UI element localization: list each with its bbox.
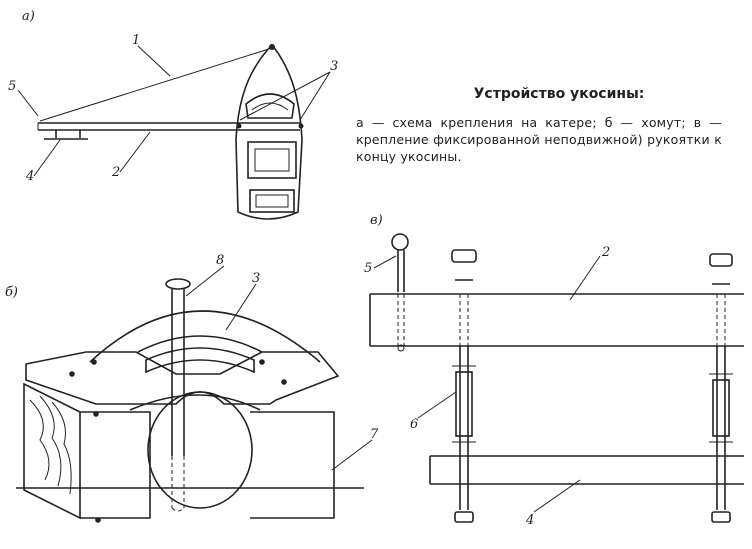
pipe <box>89 310 321 509</box>
leader-b-7 <box>331 439 373 471</box>
clamp-bolt <box>165 278 191 512</box>
boom-pole <box>37 122 300 131</box>
caption-block: Устройство укосины: а — схема крепления … <box>356 86 722 165</box>
label-c-6: 6 <box>410 417 418 432</box>
label-a-4: 4 <box>25 169 34 184</box>
caption-text: а — схема крепления на катере; б — хомут… <box>356 115 722 164</box>
leader-a-4 <box>33 139 61 177</box>
brace-wire <box>39 47 273 122</box>
tie-rod-left <box>451 249 477 523</box>
lower-beam <box>429 455 744 485</box>
handle-fitting <box>44 130 88 140</box>
eye-bolt <box>391 233 409 352</box>
leader-c-2 <box>569 255 601 301</box>
label-b-8: 8 <box>216 253 224 268</box>
panel-c: в) <box>364 213 744 528</box>
caption-title: Устройство укосины: <box>473 86 645 102</box>
leader-c-5 <box>373 255 397 269</box>
label-c-2: 2 <box>601 245 610 260</box>
leader-a-1 <box>137 45 171 77</box>
wooden-block <box>23 382 335 520</box>
leader-b-8 <box>185 265 225 297</box>
clamp-plate <box>25 335 340 523</box>
leader-c-4 <box>533 479 581 513</box>
panel-a: а) <box>8 9 338 220</box>
panel-c-letter: в) <box>370 213 383 228</box>
label-b-3: 3 <box>252 271 260 286</box>
label-a-5: 5 <box>8 79 16 94</box>
leader-c-6 <box>417 391 457 419</box>
leader-b-3 <box>225 283 257 331</box>
label-a-3: 3 <box>330 59 338 74</box>
panel-b-letter: б) <box>5 285 18 300</box>
label-c-4: 4 <box>525 513 534 528</box>
leader-a-3b <box>239 71 331 121</box>
tie-rod-right <box>709 253 733 523</box>
label-b-7: 7 <box>370 427 379 442</box>
label-a-1: 1 <box>132 33 140 48</box>
leader-a-3a <box>299 71 331 121</box>
panel-b: б) <box>5 253 379 523</box>
leader-a-2 <box>119 131 151 173</box>
upper-beam <box>369 293 744 347</box>
label-a-2: 2 <box>111 165 120 180</box>
boat-hull <box>235 43 304 220</box>
panel-a-letter: а) <box>22 9 35 24</box>
label-c-5: 5 <box>364 261 372 276</box>
leader-a-5 <box>17 89 39 117</box>
